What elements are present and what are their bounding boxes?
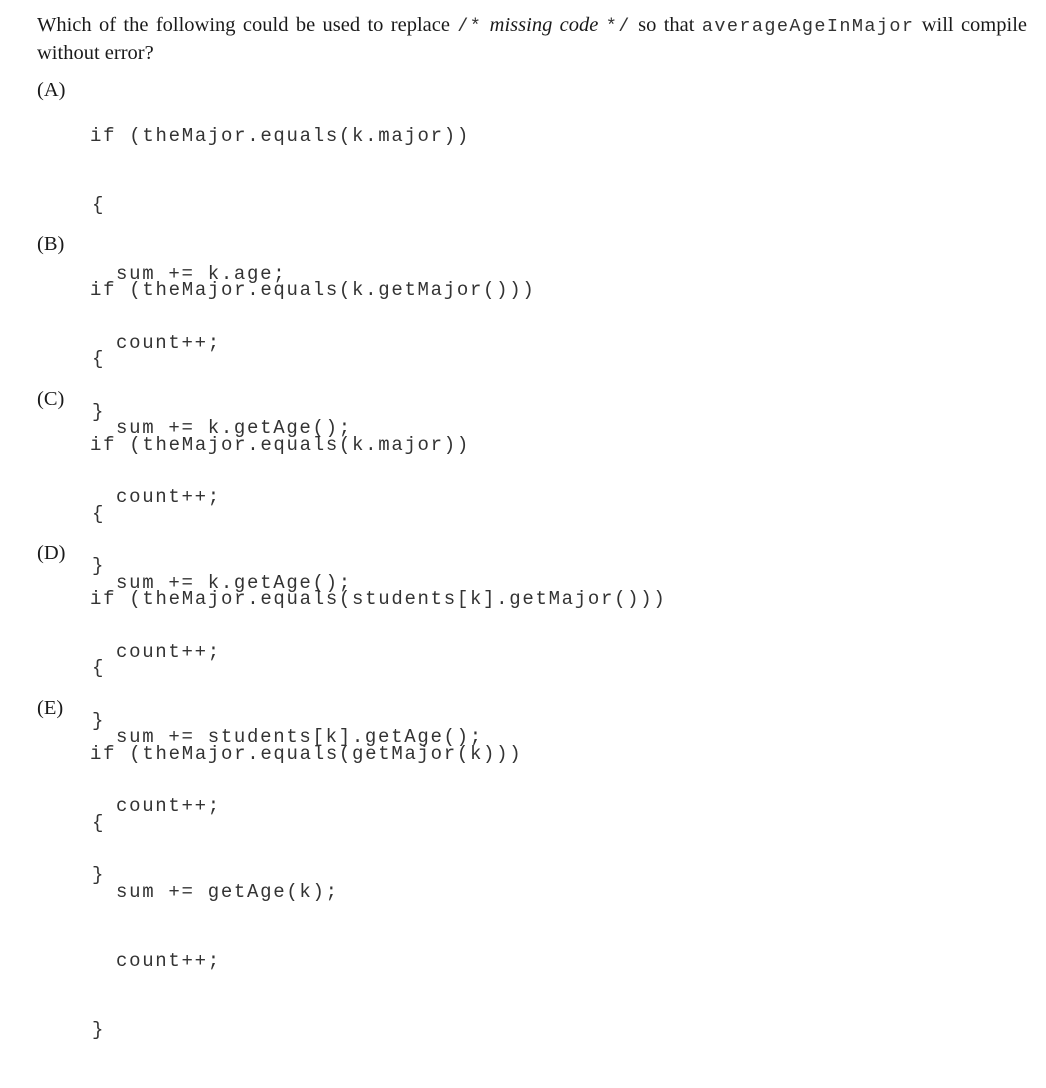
code-condition: if (theMajor.equals(students[k].getMajor… <box>90 588 667 610</box>
code-open-brace: { <box>92 657 106 679</box>
code-body-line: count++; <box>116 950 221 972</box>
option-label: (D) <box>37 542 66 564</box>
code-condition: if (theMajor.equals(k.getMajor())) <box>90 279 536 301</box>
code-body-line: sum += k.age; <box>116 263 287 285</box>
code-body-line: sum += students[k].getAge(); <box>116 726 483 748</box>
question-suffix: will compile without error? <box>37 14 1027 64</box>
code-body-line: count++; <box>116 641 221 663</box>
question-prefix: Which of the following could be used to … <box>37 14 458 36</box>
comment-close: */ <box>605 16 631 37</box>
code-open-brace: { <box>92 812 106 834</box>
option-label: (E) <box>37 697 64 719</box>
code-close-brace: } <box>92 401 106 423</box>
code-open-brace: { <box>92 194 106 216</box>
code-body-line: sum += k.getAge(); <box>116 417 352 439</box>
code-condition: if (theMajor.equals(k.major)) <box>90 125 470 147</box>
code-condition: if (theMajor.equals(k.major)) <box>90 434 470 456</box>
code-condition: if (theMajor.equals(getMajor(k))) <box>90 743 523 765</box>
method-name: averageAgeInMajor <box>701 16 915 37</box>
option-label: (A) <box>37 79 66 101</box>
code-open-brace: { <box>92 503 106 525</box>
question-text: Which of the following could be used to … <box>37 12 1027 66</box>
code-body-line: count++; <box>116 332 221 354</box>
code-close-brace: } <box>92 555 106 577</box>
code-close-brace: } <box>92 1019 106 1041</box>
question-middle: so that <box>630 14 702 36</box>
comment-open: /* <box>457 16 483 37</box>
code-body-line: sum += k.getAge(); <box>116 572 352 594</box>
code-body-line: count++; <box>116 486 221 508</box>
code-close-brace: } <box>92 710 106 732</box>
comment-text: missing code <box>489 14 599 36</box>
option-label: (C) <box>37 388 65 410</box>
code-body-line: count++; <box>116 795 221 817</box>
option-label: (B) <box>37 233 65 255</box>
code-body-line: sum += getAge(k); <box>116 881 339 903</box>
code-open-brace: { <box>92 348 106 370</box>
